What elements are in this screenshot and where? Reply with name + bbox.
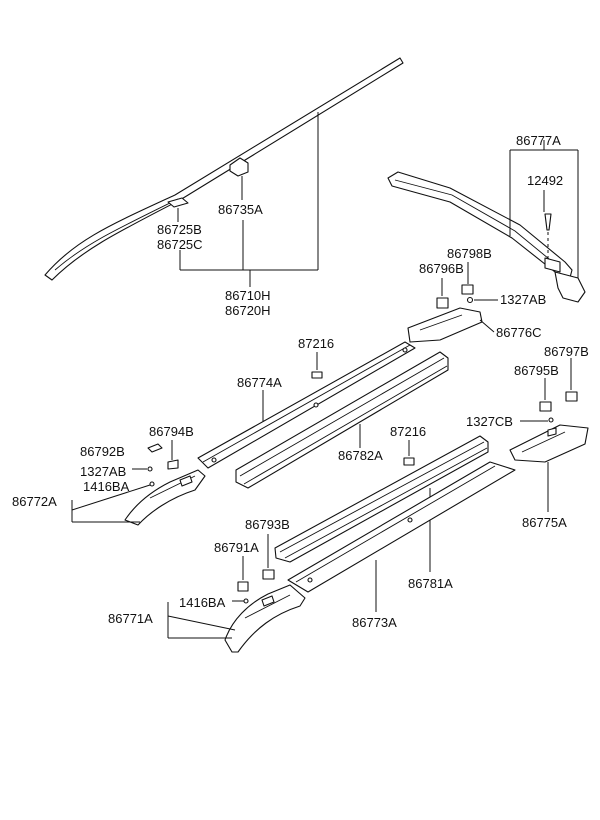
cross-bar: [387, 140, 586, 303]
roof-moulding: [44, 57, 404, 281]
label-1327AB-left: 1327AB: [80, 464, 126, 479]
label-86710H: 86710H: [225, 288, 271, 303]
label-86777A: 86777A: [516, 133, 561, 148]
rail-86774A: [197, 341, 416, 469]
label-12492: 12492: [527, 173, 563, 188]
label-86793B: 86793B: [245, 517, 290, 532]
moulding-leaders: [177, 112, 319, 287]
label-86725B: 86725B: [157, 222, 202, 237]
label-86773A: 86773A: [352, 615, 397, 630]
end-cap-86771A: [167, 584, 306, 653]
bolts-87216: [311, 352, 415, 466]
end-cap-86772A: [71, 469, 206, 526]
label-1416BA-lower: 1416BA: [179, 595, 226, 610]
channel-86781A: [274, 435, 489, 572]
label-86782A: 86782A: [338, 448, 383, 463]
label-86792B: 86792B: [80, 444, 125, 459]
label-86775A: 86775A: [522, 515, 567, 530]
rail-86773A: [287, 461, 516, 612]
label-1327CB: 1327CB: [466, 414, 513, 429]
channel-86782A: [235, 351, 449, 489]
label-86796B: 86796B: [419, 261, 464, 276]
label-86795B: 86795B: [514, 363, 559, 378]
label-86797B: 86797B: [544, 344, 589, 359]
label-86772A: 86772A: [12, 494, 57, 509]
right-small-parts: [520, 358, 578, 423]
label-86774A: 86774A: [237, 375, 282, 390]
label-86720H: 86720H: [225, 303, 271, 318]
label-1327AB-top: 1327AB: [500, 292, 546, 307]
part-labels: 86777A 12492 86798B 86796B 1327AB 86776C…: [12, 133, 589, 630]
label-86798B: 86798B: [447, 246, 492, 261]
label-86794B: 86794B: [149, 424, 194, 439]
label-86781A: 86781A: [408, 576, 453, 591]
caps-top-right: [436, 262, 498, 309]
label-87216-left: 87216: [298, 336, 334, 351]
label-86791A: 86791A: [214, 540, 259, 555]
end-cover-86776C: [407, 307, 495, 343]
label-1416BA-left: 1416BA: [83, 479, 130, 494]
label-86735A: 86735A: [218, 202, 263, 217]
label-86771A: 86771A: [108, 611, 153, 626]
lower-small-parts: [232, 534, 275, 604]
end-cover-86775A: [509, 424, 589, 512]
label-86725C: 86725C: [157, 237, 203, 252]
label-87216-right: 87216: [390, 424, 426, 439]
left-small-parts: [132, 440, 179, 487]
label-86776C: 86776C: [496, 325, 542, 340]
